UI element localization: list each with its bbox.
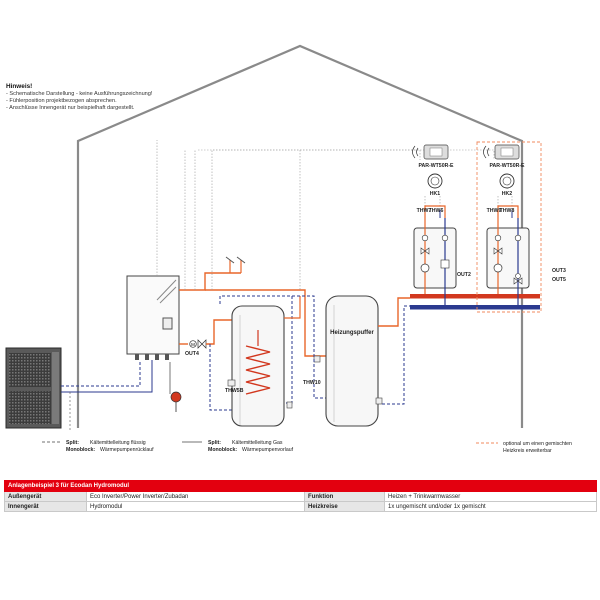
notice-block: Hinweis! - Schematische Darstellung - ke… <box>6 83 152 113</box>
table-row: Innengerät Hydromodul Heizkreise 1x unge… <box>4 501 598 512</box>
out5-label: OUT5 <box>552 277 566 283</box>
thw9-label: THW9 <box>487 208 502 214</box>
system-schematic: M <box>5 44 572 454</box>
table-title: Anlagenbeispiel 3 für Ecodan Hydromodul <box>3 480 598 492</box>
hk2-label: HK2 <box>502 191 512 197</box>
controller-left-label: PAR-WT50R-E <box>418 163 454 169</box>
thw10-label: THW10 <box>303 380 321 386</box>
notice-heading: Hinweis! <box>6 83 33 90</box>
hk2-sensor <box>499 173 515 189</box>
out4-label: OUT4 <box>185 351 199 357</box>
legend-mono1: Monoblock: <box>66 447 95 453</box>
hk1-sensor <box>427 173 443 189</box>
system-info-table: Anlagenbeispiel 3 für Ecodan Hydromodul … <box>3 480 598 512</box>
legend-mono2: Monoblock: <box>208 447 237 453</box>
outdoor-unit-value: Eco Inverter/Power Inverter/Zubadan <box>86 491 305 502</box>
thw7-label: THW7 <box>417 208 432 214</box>
controller-right <box>483 144 520 160</box>
supply-manifold <box>410 294 540 299</box>
sensor-cables <box>156 140 513 290</box>
table-caption-row: Anlagenbeispiel 3 für Ecodan Hydromodul <box>3 480 598 492</box>
return-manifold <box>410 305 540 310</box>
table-row: Außengerät Eco Inverter/Power Inverter/Z… <box>4 491 598 502</box>
legend-split2-text: Kältemittelleitung Gas <box>232 440 283 446</box>
legend-mono1-text: Wärmepumpenrücklauf <box>100 447 154 453</box>
heating-circuits-label: Heizkreise <box>304 501 385 512</box>
legend-split2: Split: <box>208 440 221 446</box>
diverter-valve-out4: M <box>189 339 207 349</box>
notice-line: - Schematische Darstellung - keine Ausfü… <box>6 91 153 97</box>
thw6-label: THW6 <box>429 208 444 214</box>
pump-station-hk2 <box>486 218 530 305</box>
out2-label: OUT2 <box>457 272 471 278</box>
out3-label: OUT3 <box>552 268 566 274</box>
buffer-label: Heizungspuffer <box>330 330 374 336</box>
indoor-unit-label: Innengerät <box>4 501 87 512</box>
notice-line: - Anschlüsse Innengerät nur beispielhaft… <box>6 105 135 112</box>
heating-buffer-tank <box>325 295 379 427</box>
indoor-unit-value: Hydromodul <box>86 501 305 512</box>
hydromodule <box>126 275 180 360</box>
legend: Split: Kältemittelleitung flüssig Monobl… <box>42 440 572 454</box>
optional-circuit-zone <box>476 141 542 313</box>
legend-optional-2: Heizkreis erweiterbar <box>503 448 552 454</box>
function-label: Funktion <box>304 491 385 502</box>
dhw-tank <box>231 305 285 427</box>
legend-optional-1: optional um einen gemischten <box>503 441 572 447</box>
heating-circuits-value: 1x ungemischt und/oder 1x gemischt <box>383 501 598 512</box>
thw5b-label: THW5B <box>225 388 244 394</box>
notice-line: - Fühlerposition projektbezogen absprech… <box>6 98 117 105</box>
thw8-label: THW8 <box>500 208 515 214</box>
legend-split1-text: Kältemittelleitung flüssig <box>90 440 146 446</box>
outdoor-unit <box>5 347 62 429</box>
legend-mono2-text: Wärmepumpenvorlauf <box>242 447 294 453</box>
svg-text:M: M <box>191 342 195 347</box>
controller-right-label: PAR-WT50R-E <box>489 163 525 169</box>
outdoor-unit-label: Außengerät <box>4 491 87 502</box>
pump-station-hk1 <box>413 218 457 305</box>
legend-split1: Split: <box>66 440 79 446</box>
controller-left <box>412 144 449 160</box>
hk1-label: HK1 <box>430 191 440 197</box>
function-value: Heizen + Trinkwarmwasser <box>383 491 598 502</box>
